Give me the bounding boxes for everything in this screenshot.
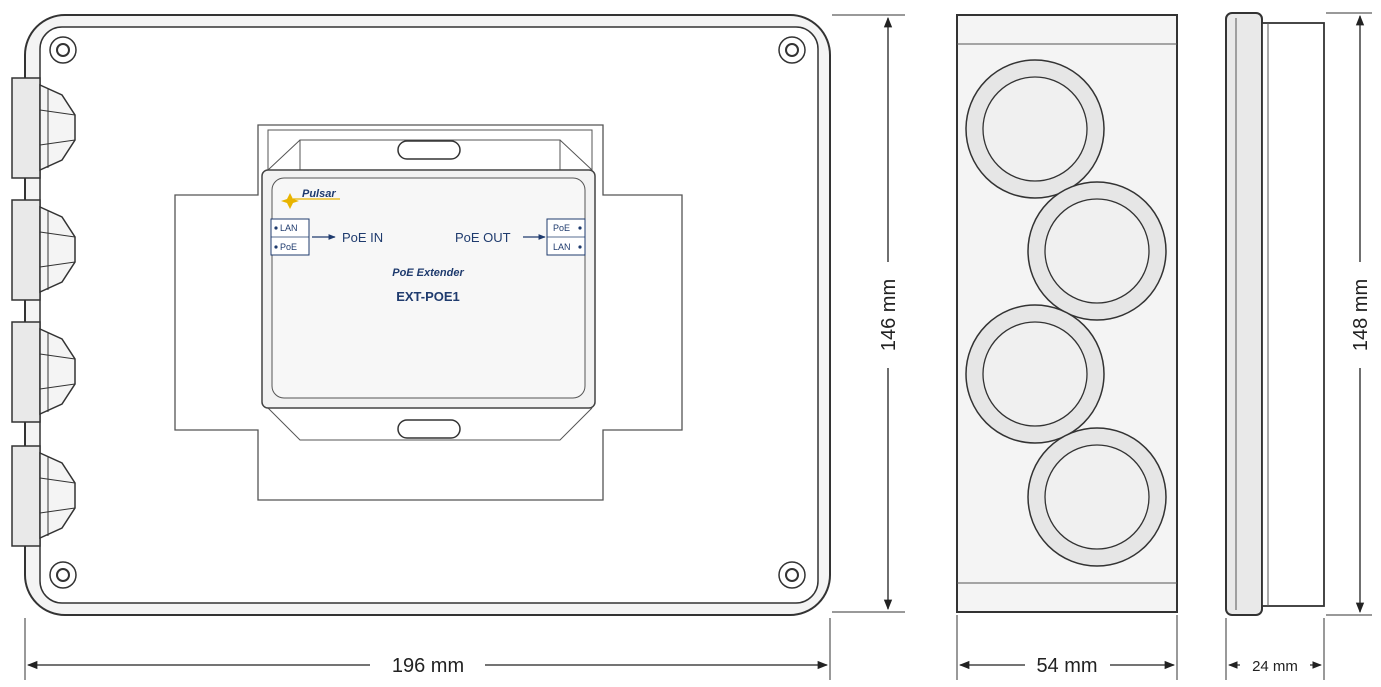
right-port-box: PoE LAN — [546, 218, 586, 256]
svg-text:196 mm: 196 mm — [392, 655, 464, 677]
side-gland-2 — [1027, 181, 1167, 321]
poe-out-label: PoE OUT — [455, 230, 511, 245]
slot-top — [397, 140, 461, 160]
cable-gland-3 — [11, 321, 76, 423]
profile-view: 148 mm 24 mm — [1225, 12, 1372, 680]
svg-text:54 mm: 54 mm — [1036, 655, 1097, 677]
dim-profile-width: 24 mm — [1225, 618, 1325, 680]
svg-text:148 mm: 148 mm — [1350, 279, 1372, 351]
profile-outer — [1225, 12, 1263, 616]
model-label: EXT-POE1 — [396, 289, 460, 304]
svg-text:PoE: PoE — [553, 223, 570, 233]
cable-gland-2 — [11, 199, 76, 301]
screw-bottom-right — [778, 561, 806, 589]
dim-profile-height: 148 mm — [1326, 12, 1372, 616]
product-line-label: PoE Extender — [392, 267, 464, 279]
poe-in-label: PoE IN — [342, 230, 383, 245]
dim-side-width: 54 mm — [956, 615, 1178, 680]
slot-bottom — [397, 419, 461, 439]
cable-gland-1 — [11, 77, 76, 179]
device-body-inner — [271, 177, 586, 399]
svg-text:146 mm: 146 mm — [878, 279, 900, 351]
left-port-box: LAN PoE — [270, 218, 310, 256]
svg-text:LAN: LAN — [553, 242, 571, 252]
dim-front-height: 146 mm — [832, 14, 905, 613]
screw-bottom-left — [49, 561, 77, 589]
profile-lid — [1261, 22, 1325, 607]
dim-front-width: 196 mm — [24, 618, 831, 680]
front-view: Pulsar LAN PoE PoE IN PoE OUT PoE LAN Po… — [11, 14, 905, 680]
side-gland-4 — [1027, 427, 1167, 567]
pulsar-logo: Pulsar — [281, 188, 340, 209]
svg-text:24 mm: 24 mm — [1252, 658, 1298, 675]
side-gland-1 — [965, 59, 1105, 199]
cable-gland-4 — [11, 445, 76, 547]
side-view: 54 mm — [956, 14, 1178, 680]
svg-text:PoE: PoE — [280, 242, 297, 252]
svg-text:Pulsar: Pulsar — [302, 188, 336, 200]
side-gland-3 — [965, 304, 1105, 444]
svg-text:LAN: LAN — [280, 223, 298, 233]
screw-top-left — [49, 36, 77, 64]
screw-top-right — [778, 36, 806, 64]
